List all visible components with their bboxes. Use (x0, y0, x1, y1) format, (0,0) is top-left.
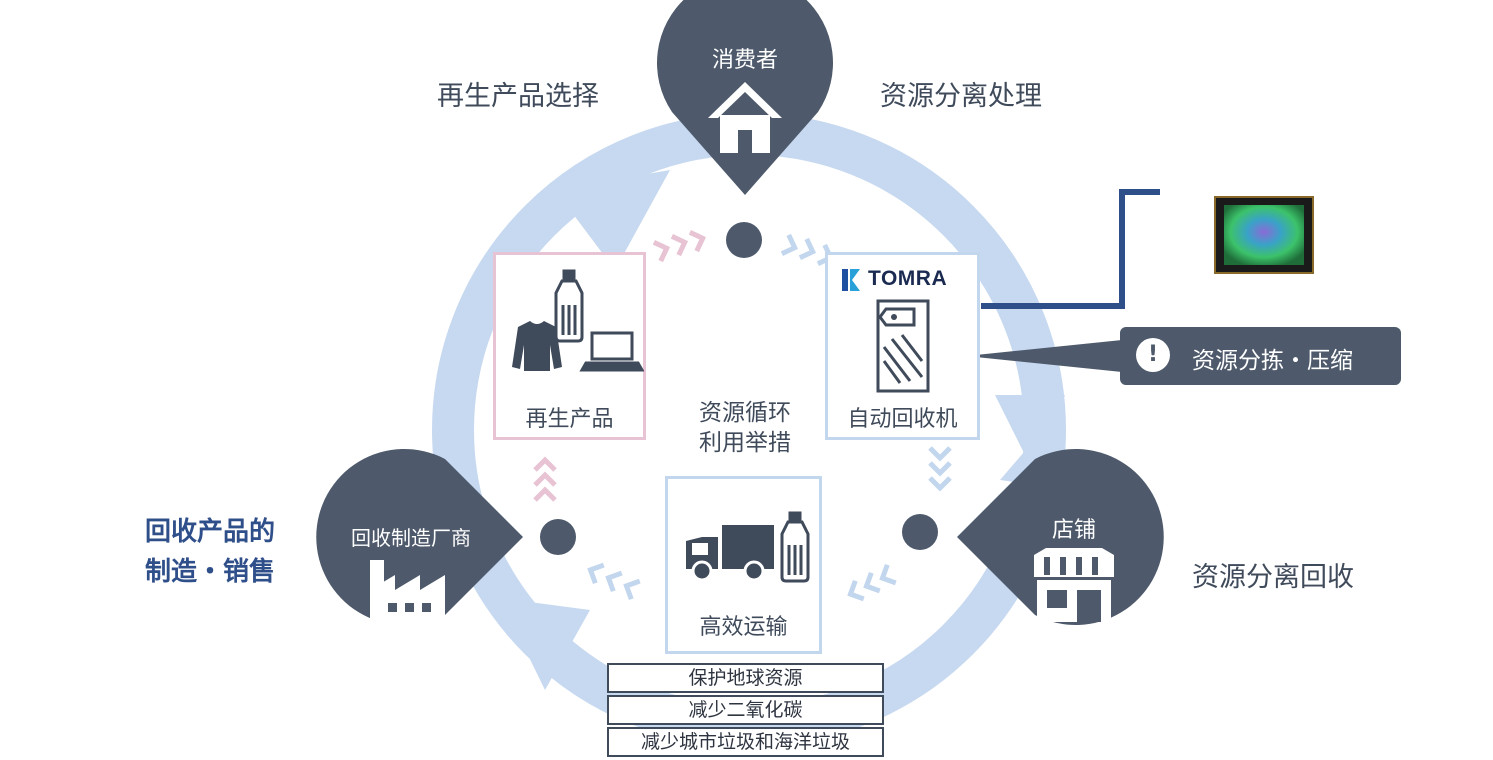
callout-pointer (966, 340, 1122, 372)
image-sensor-chip-icon (1214, 196, 1314, 274)
label-separation-processing: 资源分离处理 (880, 81, 1042, 112)
cycle-arrowhead-bottom-left (500, 598, 590, 690)
center-title-line1: 资源循环 (699, 400, 791, 426)
sorting-callout-label: 资源分拣・压缩 (1192, 348, 1353, 374)
transport-label: 高效运输 (699, 615, 788, 640)
sensor-label-line1: 配备SSS的 (1212, 126, 1316, 150)
transport-icons (686, 511, 810, 583)
pink-chevrons-top (652, 230, 707, 263)
blue-chevrons-bottom-left (587, 562, 641, 601)
sensor-circle-bg (1151, 82, 1377, 308)
cycle-dot-top (726, 222, 762, 258)
cycle-dot-right (902, 514, 938, 550)
store-node-label: 店铺 (1051, 518, 1096, 543)
label-recycled-choice: 再生产品选择 (437, 81, 599, 112)
bottle-icon (554, 269, 584, 343)
shirt-icon (512, 321, 562, 371)
recycled-products-box: 再生产品 (493, 252, 646, 440)
recycled-products-label: 再生产品 (525, 407, 614, 432)
center-title: 资源循环 利用举措 (670, 398, 820, 458)
factory-icon (370, 560, 445, 630)
pink-chevrons-left (533, 456, 557, 502)
cycle-arrowhead-top-left (555, 170, 670, 270)
store-node-shape (957, 449, 1164, 626)
blue-chevrons-bottom-right (847, 563, 897, 602)
sensor-callout: 配备SSS的 图像传感器 (1151, 82, 1377, 308)
label-manufacture-sales-line1: 回收产品的 (145, 517, 276, 547)
label-manufacture-sales: 回收产品的 制造・销售 (145, 512, 275, 592)
benefit-row: 减少二氧化碳 (607, 695, 884, 725)
benefit-row: 保护地球资源 (607, 663, 884, 693)
label-manufacture-sales-line2: 制造・销售 (145, 557, 276, 587)
manufacturer-node-shape (316, 449, 523, 626)
sensor-label-line2: 图像传感器 (1211, 155, 1317, 179)
blue-chevrons-right (928, 446, 952, 492)
recycled-products-icons (512, 269, 644, 372)
bottle-icon (780, 511, 810, 583)
transport-box: 高效运输 (665, 476, 822, 654)
storefront-icon (1034, 548, 1114, 622)
manufacturer-node-label: 回收制造厂商 (351, 526, 471, 550)
consumer-node-label: 消费者 (711, 48, 778, 73)
house-icon (708, 82, 782, 153)
exclamation-icon: ! (1136, 338, 1170, 372)
consumer-node-shape (657, 0, 833, 195)
vending-machine-box: TOMRA 自动回收机 (825, 252, 980, 440)
recycling-machine-icon (876, 299, 930, 393)
sensor-label: 配备SSS的 图像传感器 (1151, 124, 1377, 182)
tomra-logo-icon (842, 269, 860, 291)
sorting-callout: ! 资源分拣・压缩 (1120, 327, 1401, 385)
tomra-logo-text: TOMRA (868, 267, 948, 290)
vending-machine-label: 自动回收机 (847, 407, 958, 432)
truck-icon (686, 525, 774, 582)
laptop-icon (579, 331, 644, 372)
cycle-dot-left (540, 519, 576, 555)
benefit-row: 减少城市垃圾和海洋垃圾 (607, 727, 884, 757)
sensor-connector (981, 189, 1160, 309)
center-title-line2: 利用举措 (699, 430, 791, 456)
label-separation-recovery: 资源分离回收 (1192, 562, 1354, 593)
